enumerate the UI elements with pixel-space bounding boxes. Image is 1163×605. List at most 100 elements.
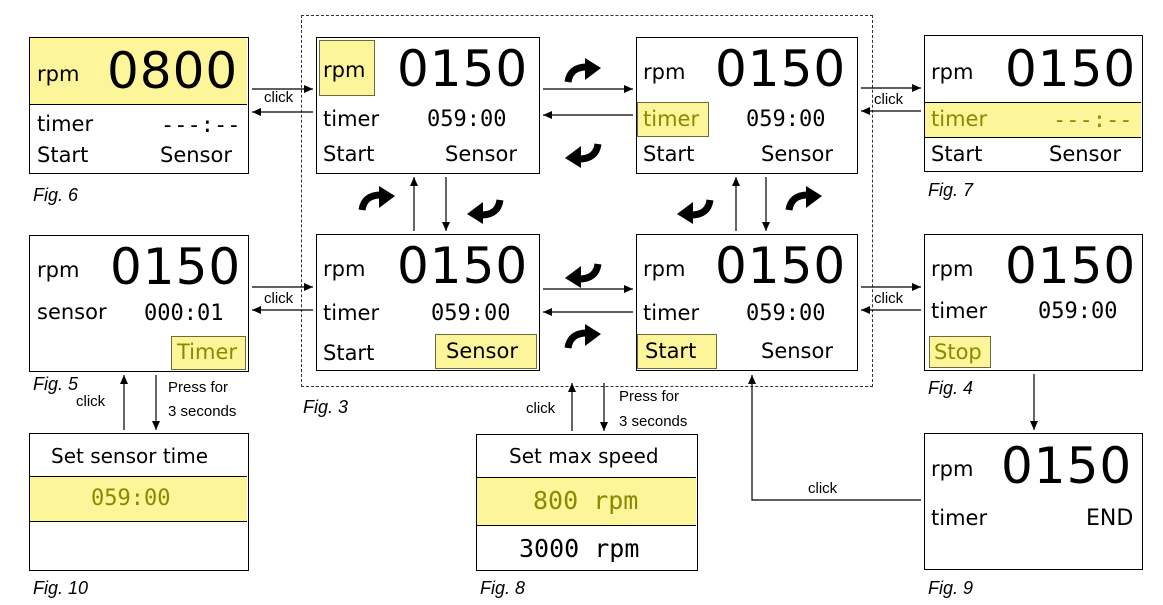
speed-value: 0150 [715,237,847,295]
rpm-label: rpm [931,257,974,281]
speed-value: 0150 [397,237,529,295]
start-button[interactable] [637,334,717,369]
click-label-fig5: click [264,290,294,307]
rpm-highlight-row [30,38,247,105]
fig5-screen: rpm 0150 sensor 000:01 Timer [29,235,249,372]
fig6-screen: rpm 0800 timer ---:-- Start Sensor [29,37,249,174]
sensor-button-label: Sensor [446,339,518,363]
sensor-label: Sensor [445,142,517,166]
rotate-cw-icon [568,58,601,82]
timer-label: timer [323,301,380,325]
start-label: Start [931,142,983,166]
timer-highlight [637,102,709,137]
press-label-fig5-2: 3 seconds [168,403,237,420]
speed-option-3000[interactable]: 3000 rpm [519,534,640,563]
timer-button-label: Timer [177,340,238,364]
fig3-screen-top-right: rpm 0150 timer 059:00 Start Sensor [636,37,858,174]
click-label-fig6: click [264,89,294,106]
speed-value: 0150 [1005,237,1137,295]
fig3-screen-bottom-right: rpm 0150 timer 059:00 Start Sensor [636,234,858,371]
sensor-label: sensor [37,300,107,324]
timer-label: timer [643,301,700,325]
sensor-label: Sensor [1049,142,1121,166]
speed-value: 0800 [107,42,239,100]
sensor-button[interactable] [435,334,537,369]
timer-label: timer [323,107,380,131]
timer-value: 059:00 [1038,299,1118,324]
rpm-label: rpm [37,62,80,86]
rpm-label: rpm [931,60,974,84]
stop-button-label: Stop [934,340,982,364]
timer-label: timer [931,506,988,530]
fig10-caption: Fig. 10 [33,578,89,598]
speed-option-highlight [477,477,696,526]
timer-value: 059:00 [427,107,507,132]
sensor-time-highlight [30,476,247,522]
rotate-cw-icon [677,200,710,224]
rpm-label: rpm [323,257,366,281]
timer-button[interactable] [171,336,246,370]
timer-value: 059:00 [431,301,511,326]
press-label-fig8-2: 3 seconds [619,413,688,430]
speed-value: 0150 [397,40,529,98]
click-label-fig8: click [526,400,556,417]
timer-value: 059:00 [746,301,826,326]
fig7-caption: Fig. 7 [928,180,974,200]
speed-value: 0150 [110,238,242,296]
fig3-caption: Fig. 3 [303,397,349,417]
press-label-fig8-1: Press for [619,388,680,405]
stop-button[interactable] [929,336,991,368]
timer-value: 059:00 [746,107,826,132]
click-label-fig9: click [808,480,838,497]
sensor-label: Sensor [761,339,833,363]
rpm-label: rpm [37,258,80,282]
sensor-label: Sensor [761,142,833,166]
timer-value: ---:-- [161,113,241,138]
timer-highlight-row [925,102,1141,138]
speed-value: 0150 [715,40,847,98]
rotate-cw-icon [565,264,598,288]
speed-value: 0150 [1001,437,1133,495]
fig6-caption: Fig. 6 [33,185,79,205]
fig4-screen: rpm 0150 timer 059:00 Stop [924,234,1143,371]
arrow-fig9-to-fig3 [748,375,921,501]
click-label-fig4: click [874,290,904,307]
fig8-screen: Set max speed 800 rpm 3000 rpm [476,434,698,571]
sensor-label: Sensor [160,143,232,167]
start-label: Start [323,341,375,365]
timer-label: timer [643,107,700,131]
click-label-fig10: click [76,393,106,410]
click-label-fig7: click [874,91,904,108]
sensor-time-value[interactable]: 059:00 [91,486,171,511]
rotate-cw-icon [467,200,500,224]
fig3-screen-bottom-left: rpm 0150 timer 059:00 Start Sensor [316,234,540,371]
rotate-cw-icon [568,324,601,348]
set-max-speed-title: Set max speed [509,444,659,468]
fig7-screen: rpm 0150 timer ---:-- Start Sensor [924,35,1143,172]
sensor-time-value: 000:01 [144,301,224,326]
fig10-screen: Set sensor time 059:00 [29,433,249,571]
fig9-caption: Fig. 9 [928,578,974,598]
rotate-cw-icon [362,186,395,210]
rpm-highlight [319,40,375,96]
start-label: Start [643,142,695,166]
rotate-cw-icon [565,144,598,168]
timer-label: timer [37,112,94,136]
start-label: Start [37,143,89,167]
speed-value: 0150 [1005,40,1137,98]
speed-option-800[interactable]: 800 rpm [533,486,639,515]
fig8-caption: Fig. 8 [480,578,526,598]
fig4-caption: Fig. 4 [928,378,974,398]
fig9-screen: rpm 0150 timer END [924,433,1143,570]
fig3-screen-top-left: rpm 0150 timer 059:00 Start Sensor [316,37,540,174]
fig5-caption: Fig. 5 [33,374,79,394]
rpm-label: rpm [643,60,686,84]
timer-value: ---:-- [1053,108,1133,133]
timer-label: timer [931,107,988,131]
rotate-cw-icon [789,186,822,210]
rpm-label: rpm [931,457,974,481]
press-label-fig5-1: Press for [168,379,229,396]
start-button-label: Start [645,339,697,363]
rpm-label: rpm [643,257,686,281]
set-sensor-time-title: Set sensor time [51,444,209,468]
